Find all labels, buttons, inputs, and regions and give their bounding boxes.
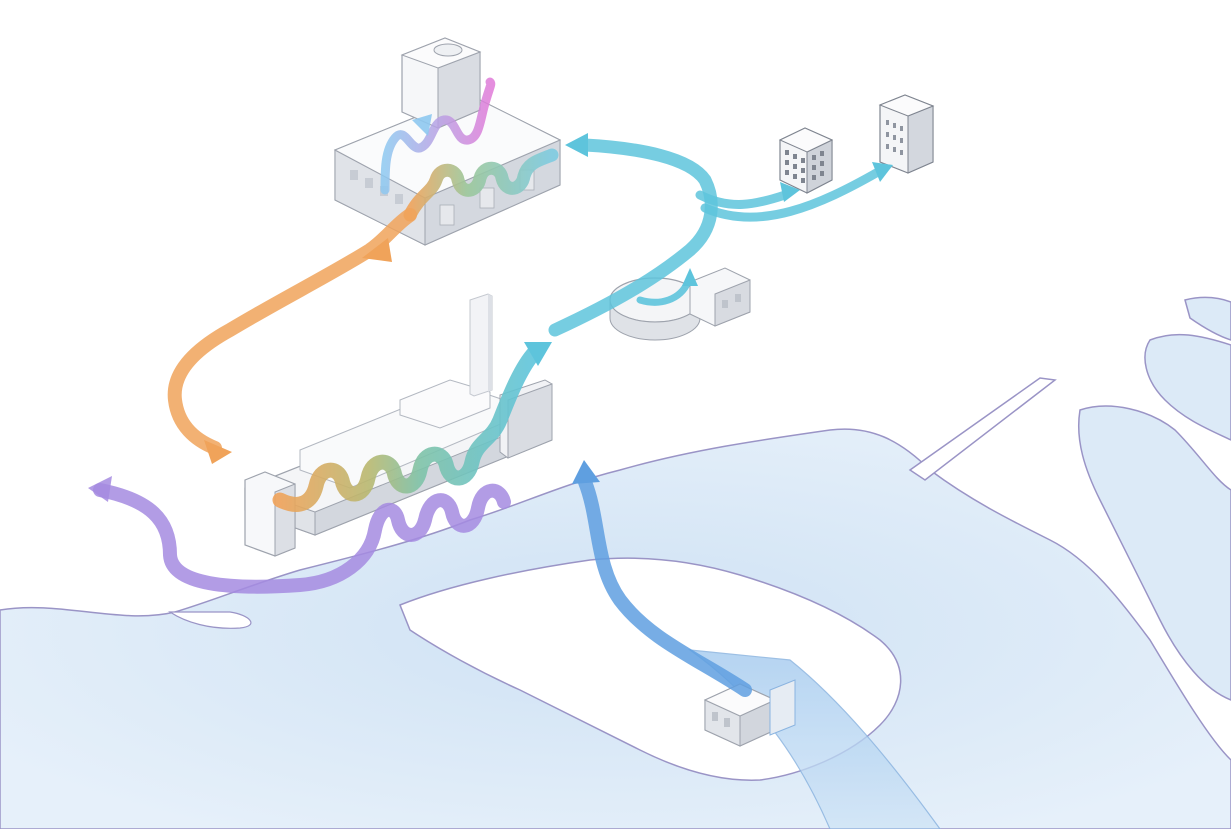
cyan-branch-office	[695, 190, 790, 209]
water-layer	[0, 296, 1231, 829]
blue-arrow-head	[572, 460, 600, 484]
cyan-arrow-head-tower	[872, 162, 893, 182]
pump-house-building-icon	[703, 679, 796, 747]
purple-arrow-head	[88, 476, 112, 502]
cyan-supply-flow	[548, 138, 718, 337]
orange-return-flow	[167, 208, 417, 455]
orange-arrow-head-upper	[362, 238, 392, 262]
upper-plant-wavy-flow	[403, 148, 559, 222]
pier	[908, 377, 1057, 481]
cyan-arrow-head-tank	[682, 268, 698, 286]
east-water	[1077, 405, 1231, 701]
cyan-tank-loop	[636, 278, 692, 306]
office-building-icon	[778, 127, 834, 194]
orange-arrow-head-lower	[204, 440, 232, 464]
upper-plant-building-icon	[333, 37, 562, 246]
upper-plant-top-flow	[380, 77, 496, 195]
west-shore-inlet	[168, 611, 252, 629]
north-east-water	[1144, 333, 1231, 441]
round-tank-building-icon	[609, 267, 751, 341]
flows	[88, 77, 893, 697]
main-plant-wavy-flow	[272, 344, 543, 512]
cyan-arrow-head-office	[780, 182, 800, 202]
blue-intake-flow	[578, 475, 752, 697]
cyan-arrow-head-upper	[565, 133, 588, 157]
light-blue-arrow-head	[412, 114, 432, 136]
cyan-branch-tower	[700, 167, 883, 222]
purple-flow	[93, 483, 511, 594]
cyan-arrow-head-main	[524, 342, 552, 366]
far-east-water	[1184, 296, 1231, 341]
tower-building-icon	[878, 94, 935, 174]
